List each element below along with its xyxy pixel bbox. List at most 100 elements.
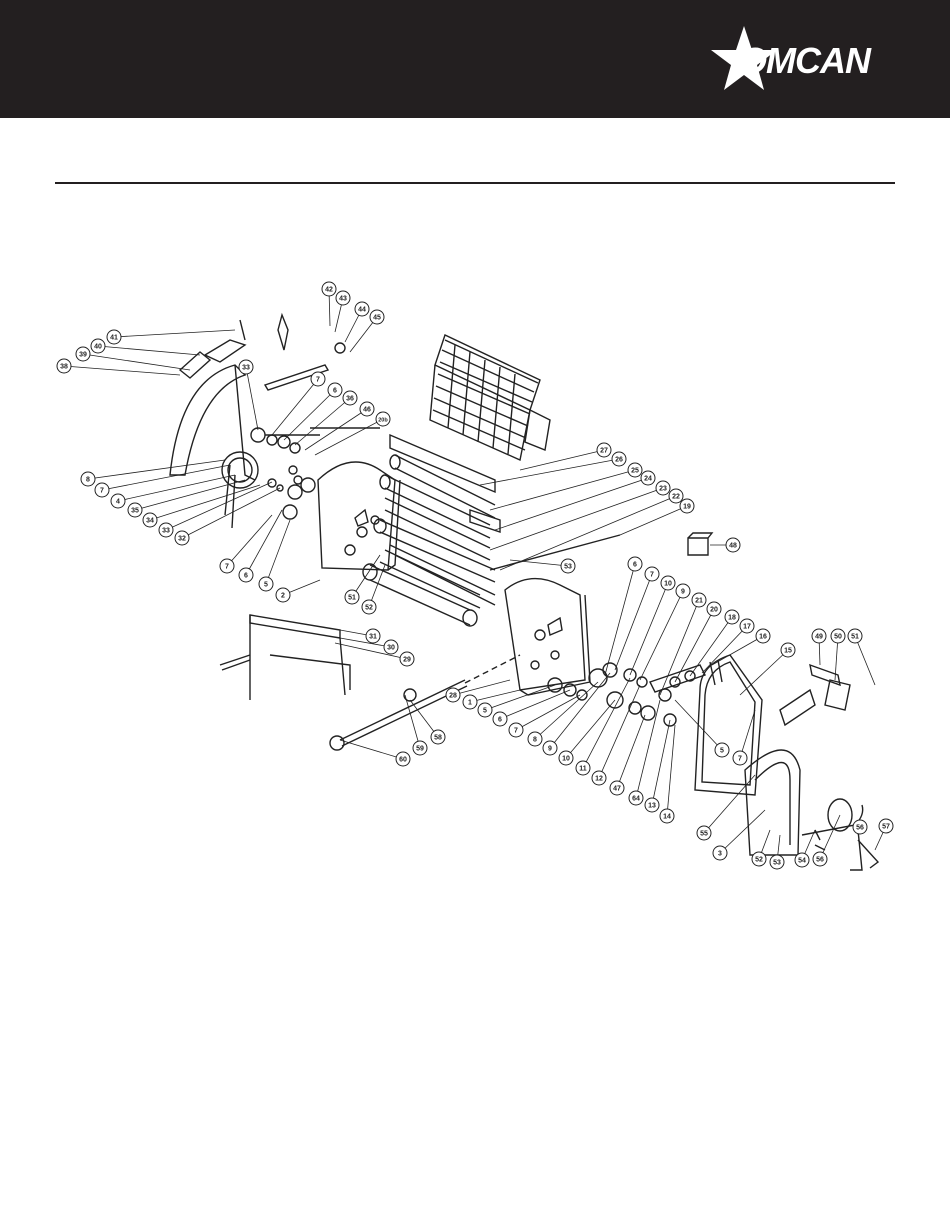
callout-leader bbox=[114, 330, 235, 337]
callout-leader bbox=[516, 695, 580, 730]
callout-52: 52 bbox=[362, 565, 385, 614]
callout-50: 50 bbox=[831, 629, 845, 680]
callout-label: 40 bbox=[94, 344, 102, 351]
callout-leader bbox=[566, 700, 615, 758]
callout-27: 27 bbox=[520, 443, 611, 470]
callout-label: 64 bbox=[632, 796, 640, 803]
callout-2: 2 bbox=[276, 580, 320, 602]
callout-52: 52 bbox=[752, 830, 770, 866]
callout-label: 10 bbox=[562, 756, 570, 763]
callout-label: 5 bbox=[720, 748, 724, 755]
callout-label: 1 bbox=[468, 700, 472, 707]
callout-label: 7 bbox=[225, 564, 229, 571]
callout-leader bbox=[166, 482, 272, 530]
callout-label: 27 bbox=[600, 448, 608, 455]
callout-leader bbox=[246, 510, 282, 575]
callout-label: 20b bbox=[378, 418, 388, 424]
callout-label: 31 bbox=[369, 634, 377, 641]
callout-10: 10 bbox=[630, 576, 675, 675]
callout-label: 8 bbox=[86, 477, 90, 484]
callout-label: 51 bbox=[348, 595, 356, 602]
callout-13: 13 bbox=[645, 720, 670, 812]
callout-label: 46 bbox=[363, 407, 371, 414]
callout-leader bbox=[98, 346, 200, 355]
callout-label: 51 bbox=[851, 634, 859, 641]
handle bbox=[330, 655, 520, 750]
callout-label: 36 bbox=[346, 396, 354, 403]
callout-leader bbox=[855, 636, 875, 685]
callout-leader bbox=[340, 740, 403, 759]
callout-6: 6 bbox=[493, 690, 570, 726]
callout-label: 32 bbox=[178, 536, 186, 543]
roller bbox=[363, 455, 620, 626]
callout-leader bbox=[675, 609, 714, 682]
callout-label: 22 bbox=[672, 494, 680, 501]
callout-label: 58 bbox=[434, 735, 442, 742]
callout-label: 60 bbox=[399, 757, 407, 764]
callout-label: 35 bbox=[131, 508, 139, 515]
callout-label: 6 bbox=[498, 717, 502, 724]
callout-leader bbox=[118, 475, 235, 501]
callout-label: 42 bbox=[325, 287, 333, 294]
callout-label: 9 bbox=[681, 589, 685, 596]
callout-16: 16 bbox=[712, 629, 770, 665]
callout-4: 4 bbox=[111, 475, 235, 508]
callout-25: 25 bbox=[490, 463, 642, 510]
callout-56: 56 bbox=[853, 820, 867, 835]
callout-label: 29 bbox=[403, 657, 411, 664]
callout-40: 40 bbox=[91, 339, 200, 355]
callout-label: 10 bbox=[664, 581, 672, 588]
callout-label: 45 bbox=[373, 315, 381, 322]
callout-label: 56 bbox=[856, 825, 864, 832]
callout-48: 48 bbox=[710, 538, 740, 552]
callout-label: 7 bbox=[100, 488, 104, 495]
callout-leader bbox=[712, 636, 763, 665]
callout-label: 6 bbox=[333, 388, 337, 395]
callout-23: 23 bbox=[490, 481, 670, 550]
callout-8: 8 bbox=[528, 682, 598, 746]
callout-label: 38 bbox=[60, 364, 68, 371]
callout-leader bbox=[64, 366, 180, 375]
callout-leader bbox=[182, 488, 280, 538]
callout-29: 29 bbox=[335, 643, 414, 666]
callout-label: 54 bbox=[798, 858, 806, 865]
callout-label: 9 bbox=[548, 746, 552, 753]
callout-6: 6 bbox=[605, 557, 642, 675]
brand-logo: OMCAN bbox=[709, 24, 899, 96]
callout-label: 2 bbox=[281, 593, 285, 600]
callout-label: 17 bbox=[743, 624, 751, 631]
callout-label: 6 bbox=[633, 562, 637, 569]
callout-58: 58 bbox=[410, 700, 445, 744]
callout-label: 53 bbox=[564, 564, 572, 571]
callout-leader bbox=[667, 725, 675, 816]
callout-label: 7 bbox=[650, 572, 654, 579]
callout-label: 55 bbox=[700, 831, 708, 838]
callout-label: 8 bbox=[533, 737, 537, 744]
callout-label: 11 bbox=[579, 766, 587, 773]
callout-leader bbox=[246, 367, 258, 430]
callout-51: 51 bbox=[848, 629, 875, 685]
callout-leader bbox=[83, 354, 190, 370]
callout-12: 12 bbox=[592, 685, 640, 785]
callout-57: 57 bbox=[875, 819, 893, 850]
callout-53: 53 bbox=[770, 835, 784, 869]
callout-41: 41 bbox=[107, 330, 235, 344]
callout-label: 19 bbox=[683, 504, 691, 511]
callout-leader bbox=[652, 720, 670, 805]
callout-43: 43 bbox=[335, 291, 350, 332]
callout-leader bbox=[720, 810, 765, 853]
callout-24: 24 bbox=[495, 471, 655, 530]
callout-label: 48 bbox=[729, 543, 737, 550]
callout-1: 1 bbox=[463, 690, 520, 709]
callout-label: 52 bbox=[365, 605, 373, 612]
callout-leader bbox=[495, 478, 648, 530]
callout-leader bbox=[740, 650, 788, 695]
callout-14: 14 bbox=[660, 725, 675, 823]
callout-label: 6 bbox=[244, 573, 248, 580]
callout-label: 26 bbox=[615, 457, 623, 464]
callout-60: 60 bbox=[340, 740, 410, 766]
callout-22: 22 bbox=[500, 489, 683, 570]
callout-5: 5 bbox=[259, 520, 290, 591]
callout-leader bbox=[500, 496, 676, 570]
callout-label: 15 bbox=[784, 648, 792, 655]
